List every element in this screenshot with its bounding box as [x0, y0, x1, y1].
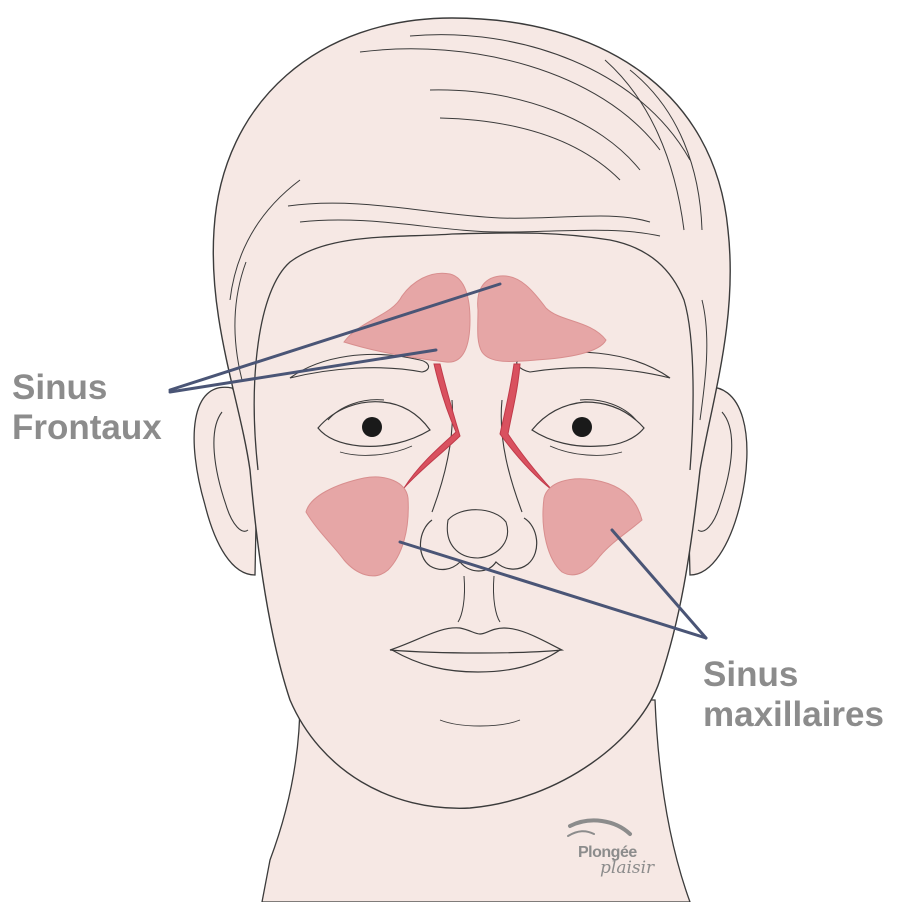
maxillary-sinus-label: Sinus maxillaires — [703, 655, 884, 735]
maxillary-label-line2: maxillaires — [703, 695, 884, 735]
maxillary-label-line1: Sinus — [703, 655, 884, 695]
frontal-label-line2: Frontaux — [12, 408, 162, 448]
head — [213, 18, 730, 808]
frontal-sinus-label: Sinus Frontaux — [12, 368, 162, 448]
frontal-label-line1: Sinus — [12, 368, 162, 408]
logo-text-plaisir: plaisir — [600, 858, 654, 878]
